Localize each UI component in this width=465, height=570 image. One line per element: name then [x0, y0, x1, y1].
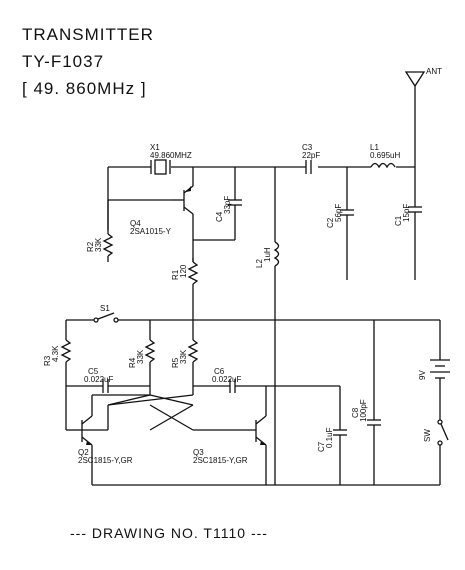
r3-ref: R3: [43, 355, 52, 366]
r3-value: 4.3K: [51, 345, 60, 362]
q2-part: 2SC1815-Y,GR: [78, 456, 133, 465]
cross-coupling-wires: [107, 386, 194, 431]
r4-value: 33K: [136, 349, 145, 364]
q3-part: 2SC1815-Y,GR: [193, 456, 248, 465]
l2-ref: L2: [255, 259, 264, 268]
title-line-2: TY-F1037: [22, 52, 104, 71]
c4-ref: C4: [215, 211, 224, 222]
c8-value: 100pF: [359, 399, 368, 422]
r5-ref: R5: [171, 357, 180, 368]
l1-value: 0.695uH: [370, 151, 400, 160]
r4-ref: R4: [128, 357, 137, 368]
q4-ref: Q4: [130, 219, 141, 228]
transistor-q3: [193, 386, 267, 485]
crystal-value: 49.860MHZ: [150, 151, 192, 160]
c6-value: 0.022uF: [212, 375, 241, 384]
l1-ref: L1: [370, 143, 379, 152]
c3-ref: C3: [302, 143, 313, 152]
antenna-symbol: [404, 71, 426, 95]
crystal-x1: [150, 159, 171, 175]
battery-value: 9V: [418, 370, 427, 380]
s1-ref: S1: [100, 304, 110, 313]
capacitor-c4: [193, 167, 242, 241]
r5-value: 33K: [179, 349, 188, 364]
q4-part: 2SA1015-Y: [130, 227, 172, 236]
switch-sw: [437, 419, 449, 485]
c2-value: 56pF: [334, 204, 343, 222]
drawing-number: --- DRAWING NO. T1110 ---: [70, 525, 268, 541]
title-line-1: TRANSMITTER: [22, 25, 154, 44]
switch-s1: [93, 312, 119, 323]
resistor-r2: [102, 230, 114, 262]
antenna-label: ANT: [426, 67, 442, 76]
r1-value: 120: [179, 264, 188, 278]
c3-value: 22pF: [302, 151, 320, 160]
resistor-r4: [144, 339, 156, 386]
c4-value: 33pF: [223, 196, 232, 214]
capacitor-c6: [193, 379, 275, 393]
c1-ref: C1: [394, 215, 403, 226]
r2-ref: R2: [86, 241, 95, 252]
resistor-r3: [60, 339, 72, 430]
capacitor-c1: [408, 167, 422, 280]
capacitor-c7: [275, 385, 347, 485]
c2-ref: C2: [326, 217, 335, 228]
q2-ref: Q2: [78, 448, 89, 457]
capacitor-c5: [66, 379, 150, 393]
c5-value: 0.022uF: [84, 375, 113, 384]
resistor-r5: [187, 339, 199, 386]
battery-symbol: [430, 359, 450, 420]
capacitor-c2: [340, 167, 354, 280]
l2-value: 1uH: [263, 247, 272, 262]
c5-ref: C5: [88, 367, 99, 376]
capacitor-c3: [305, 160, 312, 174]
r1-ref: R1: [171, 269, 180, 280]
c8-ref: C8: [351, 407, 360, 418]
c7-value: 0.1uF: [325, 427, 334, 448]
r2-value: 33K: [94, 237, 103, 252]
sw-ref: SW: [423, 429, 432, 442]
capacitor-c8: [367, 419, 381, 485]
c1-value: 15pF: [402, 204, 411, 222]
transistor-q2: [66, 394, 150, 485]
q3-ref: Q3: [193, 448, 204, 457]
crystal-ref: X1: [150, 143, 160, 152]
middle-rail-wires: [65, 319, 441, 420]
transistor-q4: [107, 167, 194, 262]
inductor-l1: [370, 162, 396, 169]
resistor-r1: [187, 258, 199, 320]
inductor-l2: [273, 167, 280, 485]
c7-ref: C7: [317, 441, 326, 452]
top-rail-wires: [107, 95, 416, 230]
c6-ref: C6: [214, 367, 225, 376]
title-line-3: [ 49. 860MHz ]: [22, 79, 147, 98]
